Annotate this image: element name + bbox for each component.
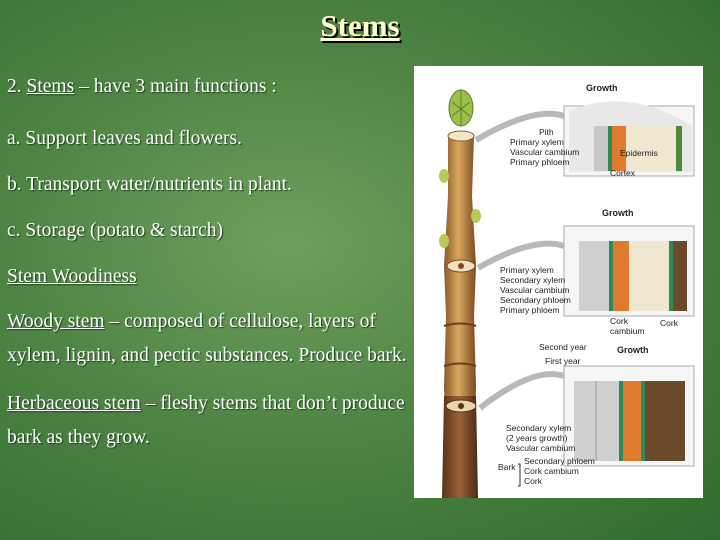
label-vascular-cambium: Vascular cambium [510, 147, 579, 157]
woody-term: Woody stem [7, 311, 105, 332]
two-year-growth-section: Second year First year Growth Secondary … [498, 342, 695, 487]
label-pith: Pith [539, 127, 554, 137]
callout-arrow [478, 371, 565, 411]
label-primary-xylem: Primary xylem [510, 137, 564, 147]
xylem-band [594, 126, 608, 171]
label-bark: Bark [498, 462, 516, 472]
stem-diagram: Growth Pith Primary xylem Vascular cambi… [439, 83, 695, 498]
twig-illustration [439, 89, 481, 498]
label-cork-2: Cork [524, 476, 543, 486]
item-c: c. Storage (potato & starch) [7, 220, 224, 241]
label-epidermis: Epidermis [620, 148, 658, 158]
epidermis-band [676, 126, 682, 171]
cambium-band [619, 381, 623, 461]
slide-title: Stems [320, 8, 400, 43]
cambium-band [608, 126, 612, 171]
label-cork-cambium: Cork cambium [524, 466, 579, 476]
twig-bark [442, 396, 478, 498]
label-cork-cambium-1: Cork [610, 316, 629, 326]
item-b: b. Transport water/nutrients in plant. [7, 174, 292, 195]
callout-arrow [474, 110, 565, 143]
node-scar [443, 362, 477, 367]
functions-line: 2. Stems – have 3 main functions : [7, 70, 407, 104]
cork-band [645, 381, 685, 461]
herbaceous-rest: – fleshy stems that don’t produce bark a… [7, 393, 405, 448]
label-secondary-xylem-2: Secondary xylem [506, 423, 571, 433]
callout-arrow [476, 240, 565, 271]
cut-face-top [447, 130, 475, 142]
phloem-band [623, 381, 641, 461]
phloem-band [612, 126, 626, 171]
pith-dot-bottom [458, 403, 464, 409]
bud-scales [451, 90, 471, 126]
label-secondary-phloem-2: Secondary phloem [524, 456, 595, 466]
label-cork-cambium-2: cambium [610, 326, 644, 336]
label-vascular-cambium-2: Vascular cambium [500, 285, 569, 295]
pith-dot-middle [458, 263, 464, 269]
cork-band [673, 241, 687, 311]
cork-cambium-band [641, 381, 645, 461]
functions-prefix: 2. [7, 76, 27, 97]
stem-cross-section-figure: Growth Pith Primary xylem Vascular cambi… [414, 66, 703, 498]
growth-label-bottom: Growth [617, 345, 649, 355]
phloem-band [613, 241, 629, 311]
node-scar [443, 322, 477, 327]
label-secondary-phloem: Secondary phloem [500, 295, 571, 305]
label-first-year: First year [545, 356, 581, 366]
woody-rest: – composed of cellulose, layers of xylem… [7, 311, 407, 366]
functions-term: Stems [26, 76, 75, 97]
cortex-band [629, 241, 669, 311]
text-body: 2. Stems – have 3 main functions : a. Su… [7, 70, 407, 455]
woodiness-heading: Stem Woodiness [7, 266, 137, 287]
secondary-xylem-band [579, 241, 609, 311]
label-second-year: Second year [539, 342, 587, 352]
label-cortex: Cortex [610, 168, 636, 178]
item-a: a. Support leaves and flowers. [7, 128, 243, 149]
label-cork: Cork [660, 318, 679, 328]
secondary-growth-section: Growth Primary xylem Secondary xylem Vas… [500, 208, 695, 336]
bark-bracket [518, 463, 521, 487]
label-primary-phloem: Primary phloem [510, 157, 570, 167]
cambium-band [609, 241, 613, 311]
herbaceous-stem-definition: Herbaceous stem – fleshy stems that don’… [7, 387, 407, 455]
lateral-bud-icon [471, 209, 481, 223]
label-two-years-growth: (2 years growth) [506, 433, 568, 443]
label-vascular-cambium-3: Vascular cambium [506, 443, 575, 453]
primary-growth-section: Growth Pith Primary xylem Vascular cambi… [510, 83, 695, 178]
cortex-band [626, 126, 676, 171]
label-primary-xylem-2: Primary xylem [500, 265, 554, 275]
woody-stem-definition: Woody stem – composed of cellulose, laye… [7, 305, 407, 373]
lateral-bud-icon [439, 234, 449, 248]
functions-rest: – have 3 main functions : [74, 76, 277, 97]
label-primary-phloem-2: Primary phloem [500, 305, 560, 315]
growth-label-top: Growth [586, 83, 618, 93]
label-secondary-xylem: Secondary xylem [500, 275, 565, 285]
herbaceous-term: Herbaceous stem [7, 393, 141, 414]
lateral-bud-icon [439, 169, 449, 183]
cork-cambium-band [669, 241, 673, 311]
growth-label-middle: Growth [602, 208, 634, 218]
